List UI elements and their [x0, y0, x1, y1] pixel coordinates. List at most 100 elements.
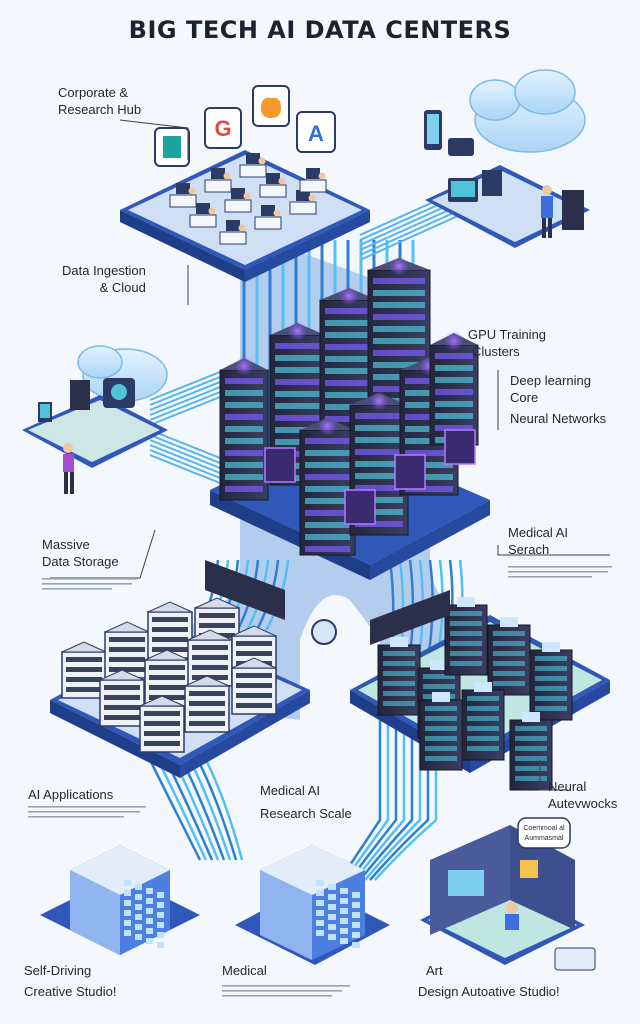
medical-search-fine-print [508, 565, 616, 586]
rack-slot [373, 398, 425, 404]
storage-slot [199, 613, 235, 618]
rack-slot [435, 389, 473, 395]
fine-print-lines [28, 806, 146, 818]
storage-slot [189, 701, 225, 706]
rack-slot [225, 426, 263, 432]
desk [219, 231, 247, 245]
storage-slot [109, 637, 145, 642]
storage-slot [109, 647, 145, 652]
storage-top [184, 675, 230, 687]
page-title: BIG TECH AI DATA CENTERS [128, 16, 512, 44]
rack-light [430, 660, 448, 670]
window [328, 904, 336, 910]
cable-line [149, 379, 226, 411]
label-storage-line2: Data Storage [42, 554, 119, 569]
rack-slot [425, 756, 457, 761]
person-head [258, 157, 266, 165]
cable-line [149, 454, 226, 486]
window [135, 924, 142, 930]
rack-slot [450, 661, 482, 666]
rack-slot [535, 696, 567, 701]
rack-slot [383, 701, 415, 706]
window [328, 914, 336, 920]
rack-slot [225, 390, 263, 396]
storage-slot [152, 647, 188, 652]
rack-slot [373, 302, 425, 308]
person-head [238, 224, 246, 232]
window [316, 910, 324, 916]
window [146, 888, 153, 894]
monitor [226, 220, 240, 231]
storage-top [144, 649, 190, 661]
rack-slot [305, 510, 350, 516]
rack-slot [493, 661, 525, 666]
rack-slot [373, 386, 425, 392]
rack-slot [275, 355, 320, 361]
desk [259, 184, 287, 198]
rack-slot [405, 462, 453, 468]
label-neuralaut-line2: Autevwocks [548, 796, 618, 811]
desk [289, 201, 317, 215]
rack-glow [369, 391, 389, 411]
storage-platform [50, 597, 310, 778]
window [124, 910, 131, 916]
window [340, 938, 348, 944]
label-art-line1: Art [426, 963, 443, 978]
window [340, 908, 348, 914]
rack-slot [515, 776, 547, 781]
rack-light [542, 642, 560, 652]
storage-top [104, 621, 150, 633]
rack-slot [435, 365, 473, 371]
label-medical-search: Medical AI Serach [508, 524, 568, 558]
rack-slot [355, 449, 403, 455]
rack-slot [383, 671, 415, 676]
label-medresearch-line1: Medical AI [260, 783, 320, 798]
label-neural-autevwocks: Neural Autevwocks [548, 778, 617, 812]
label-medresearch-line2: Research Scale [260, 806, 352, 821]
window [157, 892, 164, 898]
rack-slot [325, 368, 373, 374]
a-logo-letter: A [308, 121, 324, 146]
rack-slot [515, 736, 547, 741]
storage-slot [149, 675, 185, 680]
rack-slot [373, 350, 425, 356]
desk [299, 179, 327, 193]
rack-slot [275, 367, 320, 373]
rack-slot [275, 343, 320, 349]
monitor [266, 173, 280, 184]
rack-light [522, 712, 540, 722]
rack-slot [373, 338, 425, 344]
rack-glow [444, 331, 464, 351]
rack-slot [275, 415, 320, 421]
storage-top [139, 695, 185, 707]
rack-slot [355, 461, 403, 467]
window [328, 934, 336, 940]
rack-slot [383, 651, 415, 656]
cable-line [359, 209, 461, 256]
window [340, 898, 348, 904]
rack-glow [317, 416, 338, 436]
rack-slot [355, 497, 403, 503]
rack-slot [373, 374, 425, 380]
cable-line [359, 204, 461, 251]
window [316, 880, 324, 886]
rack-slot [435, 425, 473, 431]
storage-slot [104, 705, 140, 710]
storage-slot [189, 721, 225, 726]
window [316, 930, 324, 936]
storage-top [187, 629, 233, 641]
rack-slot [467, 746, 499, 751]
storage-slot [144, 711, 180, 716]
window [340, 888, 348, 894]
monitor [211, 168, 225, 179]
rack-slot [425, 746, 457, 751]
label-art: Art Design Autoative Studio! [418, 962, 560, 1000]
rack-slot [275, 403, 320, 409]
storage-fine-print [42, 577, 142, 598]
person-head [243, 192, 251, 200]
rack-slot [325, 320, 373, 326]
rack-slot [535, 686, 567, 691]
neural-platform [350, 597, 610, 791]
rack-slot [325, 332, 373, 338]
window [157, 942, 164, 948]
